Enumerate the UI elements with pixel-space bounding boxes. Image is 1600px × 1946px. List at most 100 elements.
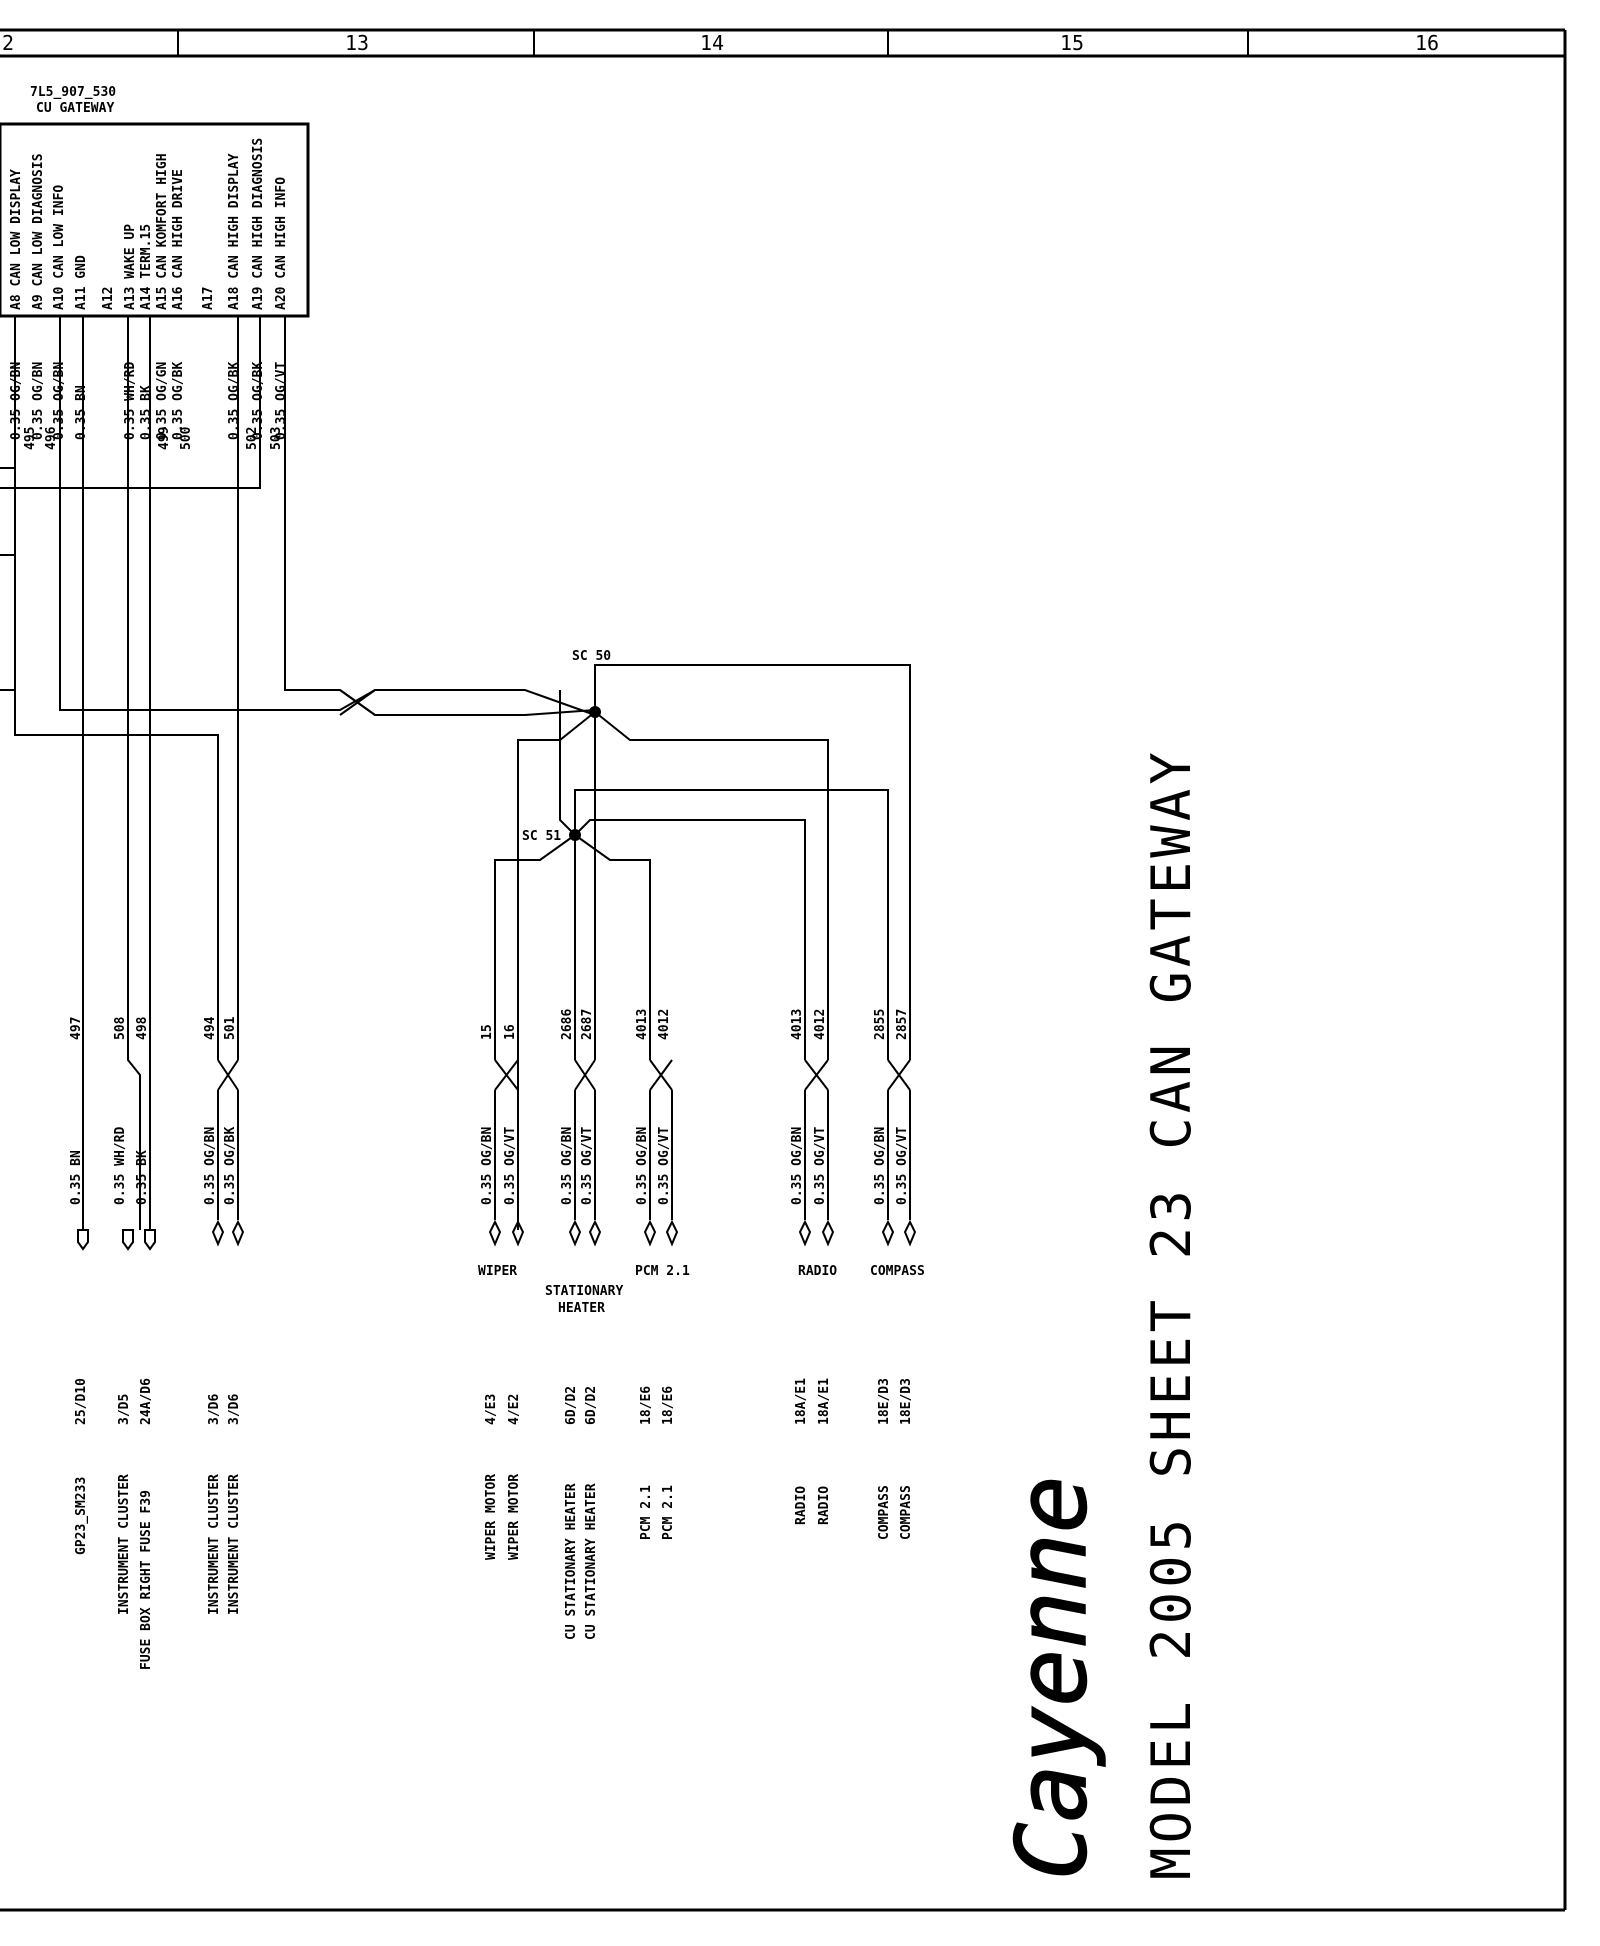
- wire: [339, 689, 376, 716]
- reference-code: 6D/D2: [584, 1386, 599, 1425]
- connector-terminal: [665, 1219, 679, 1247]
- reference-code: 18A/E1: [794, 1378, 809, 1425]
- wire-code: 0.35 OG/VT: [503, 1127, 518, 1205]
- gateway-pin: A10 CAN LOW INFO: [52, 185, 67, 310]
- reference-code: 3/D6: [207, 1394, 222, 1425]
- wire-code: 0.35 OG/BK: [223, 1127, 238, 1205]
- wiring: [0, 316, 911, 1230]
- sheet-border: [0, 28, 1567, 1912]
- wire-code: 0.35 OG/BN: [480, 1127, 495, 1205]
- gateway-pin: A15 CAN KOMFORT HIGH: [155, 153, 170, 310]
- destination-components: GP23_SM233 INSTRUMENT CLUSTER FUSE BOX R…: [74, 1474, 914, 1670]
- wire: [217, 1059, 239, 1091]
- connector-terminal: [231, 1219, 245, 1247]
- destination-component: COMPASS: [877, 1485, 892, 1540]
- gateway-pin: A11 GND: [74, 255, 89, 310]
- circuit-number: 16: [503, 1024, 518, 1040]
- wire-code: 0.35 WH/RD: [123, 362, 138, 440]
- connector-terminal: [568, 1219, 582, 1247]
- gateway-name: CU GATEWAY: [36, 101, 114, 116]
- destination-component: INSTRUMENT CLUSTER: [207, 1474, 222, 1615]
- wire-code: 0.35 BN: [74, 385, 89, 440]
- connector-terminal: [77, 1229, 89, 1251]
- circuit-number: 497: [69, 1017, 84, 1040]
- circuit-number: 2855: [873, 1009, 888, 1040]
- wire-code: 0.35 OG/BN: [790, 1127, 805, 1205]
- lower-circuit-numbers: 497 508 498 494 501 15 16 2686 2687 4013…: [69, 1009, 910, 1040]
- wire-code: 0.35 OG/GN: [155, 362, 170, 440]
- sheet-title: MODEL 2005 SHEET 23 CAN GATEWAY: [1140, 748, 1203, 1880]
- wire-code: 0.35 WH/RD: [113, 1127, 128, 1205]
- circuit-number: 508: [113, 1016, 128, 1040]
- connector-terminal: [881, 1219, 895, 1247]
- connector-group-labels: WIPER STATIONARY HEATER PCM 2.1 RADIO CO…: [478, 1264, 925, 1316]
- circuit-number: 2687: [580, 1009, 595, 1040]
- column-number: 16: [1415, 31, 1439, 55]
- gateway-pin: A8 CAN LOW DISPLAY: [9, 169, 24, 310]
- gateway-pin-list: A8 CAN LOW DISPLAY A9 CAN LOW DIAGNOSIS …: [9, 138, 289, 310]
- reference-codes: 25/D10 3/D5 24A/D6 3/D6 3/D6 4/E3 4/E2 6…: [74, 1378, 914, 1425]
- gateway-part-number: 7L5_907_530: [30, 85, 116, 100]
- destination-component: PCM 2.1: [639, 1485, 654, 1540]
- wire: [494, 834, 576, 1060]
- gateway-pin: A14 TERM.15: [139, 224, 154, 310]
- wire: [0, 316, 261, 489]
- circuit-number: 4012: [657, 1009, 672, 1040]
- circuit-number: 2686: [560, 1009, 575, 1040]
- circuit-number: 496: [44, 426, 59, 450]
- lower-wire-codes: 0.35 BN 0.35 WH/RD 0.35 BK 0.35 OG/BN 0.…: [69, 1127, 910, 1205]
- connector-group-label: STATIONARY: [545, 1284, 623, 1299]
- connector-group-label: HEATER: [558, 1301, 605, 1316]
- reference-code: 3/D5: [117, 1394, 132, 1425]
- reference-code: 18A/E1: [817, 1378, 832, 1425]
- wire: [594, 664, 911, 1060]
- column-number: 2: [2, 31, 14, 55]
- reference-code: 24A/D6: [139, 1378, 154, 1425]
- connector-terminal: [511, 1219, 525, 1247]
- wire-code: 0.35 OG/BK: [171, 362, 186, 440]
- splice-point: [589, 706, 601, 718]
- wire-code: 0.35 OG/BK: [227, 362, 242, 440]
- wire-code: 0.35 BN: [69, 1150, 84, 1205]
- wire-code: 0.35 BK: [135, 1150, 150, 1205]
- gateway-pin: A20 CAN HIGH INFO: [274, 177, 289, 310]
- wire: [284, 316, 596, 716]
- gateway-pin: A17: [201, 287, 216, 310]
- splice-label: SC 50: [572, 649, 611, 664]
- wire: [574, 1059, 596, 1091]
- wire: [887, 1059, 911, 1091]
- wire: [594, 711, 829, 1060]
- destination-component: GP23_SM233: [74, 1477, 89, 1555]
- circuit-number: 501: [223, 1016, 238, 1040]
- reference-code: 18E/D3: [899, 1378, 914, 1425]
- connector-group-label: WIPER: [478, 1264, 517, 1279]
- wire-code: 0.35 OG/BN: [9, 362, 24, 440]
- wire: [574, 834, 651, 1060]
- destination-component: COMPASS: [899, 1485, 914, 1540]
- connector-group-label: RADIO: [798, 1264, 837, 1279]
- destination-component: FUSE BOX RIGHT FUSE F39: [139, 1490, 154, 1670]
- circuit-number: 502: [245, 427, 260, 450]
- connector-terminal: [903, 1219, 917, 1247]
- reference-code: 18/E6: [661, 1386, 676, 1425]
- wire: [517, 711, 596, 1230]
- circuit-number: 4013: [790, 1009, 805, 1040]
- reference-code: 4/E2: [507, 1394, 522, 1425]
- circuit-number: 2857: [895, 1009, 910, 1040]
- wire: [574, 819, 806, 1060]
- circuit-number: 499: [157, 427, 172, 450]
- connector-terminal: [821, 1219, 835, 1247]
- destination-component: WIPER MOTOR: [484, 1474, 499, 1560]
- wire-code: 0.35 OG/BK: [251, 362, 266, 440]
- wire-code: 0.35 OG/BN: [203, 1127, 218, 1205]
- wire-code: 0.35 OG/BN: [873, 1127, 888, 1205]
- reference-code: 18/E6: [639, 1386, 654, 1425]
- connector-terminal: [144, 1229, 156, 1251]
- connector-terminal: [643, 1219, 657, 1247]
- connector-terminal: [798, 1219, 812, 1247]
- wire-code: 0.35 OG/BN: [635, 1127, 650, 1205]
- wire: [127, 316, 141, 1230]
- column-number: 14: [700, 31, 724, 55]
- circuit-number: 503: [269, 427, 284, 450]
